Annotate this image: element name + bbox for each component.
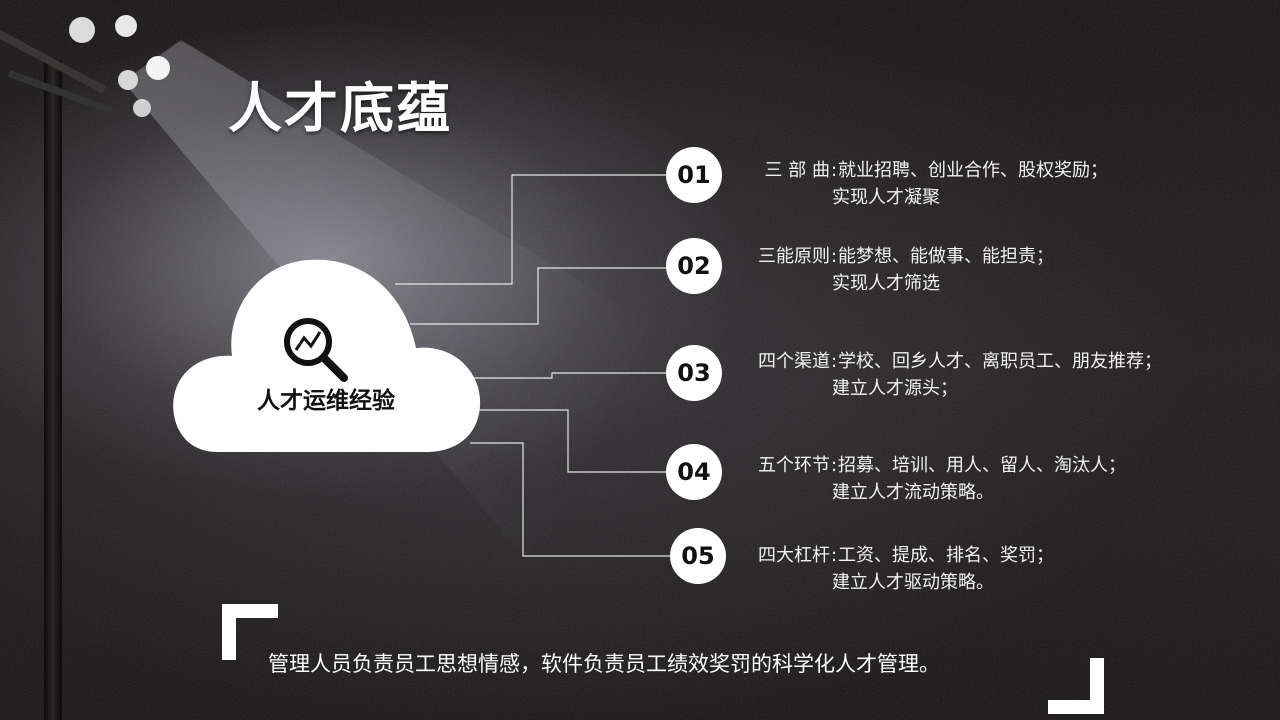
item-text: 三能原则:能梦想、能做事、能担责； 实现人才筛选 — [740, 243, 1054, 297]
item-separator: : — [830, 160, 838, 181]
number-badge: 01 — [666, 147, 722, 203]
cloud-shape: 人才运维经验 — [170, 258, 490, 458]
item-separator: : — [830, 455, 838, 476]
item-label: 三能原则 — [758, 246, 830, 267]
summary-text: 管理人员负责员工思想情感，软件负责员工绩效奖罚的科学化人才管理。 — [268, 652, 940, 676]
item-separator: : — [830, 246, 838, 267]
item-label: 三 部 曲 — [764, 160, 830, 181]
number-badge: 04 — [666, 444, 722, 500]
page-title: 人才底蕴 — [228, 77, 452, 140]
item-label: 五个环节 — [758, 455, 830, 476]
item-line1: 招募、培训、用人、留人、淘汰人； — [838, 455, 1126, 476]
item-line1: 就业招聘、创业合作、股权奖励； — [838, 160, 1108, 181]
search-chart-icon — [284, 318, 348, 382]
item-line1: 学校、回乡人才、离职员工、朋友推荐； — [838, 351, 1162, 372]
item-label: 四大杠杆 — [758, 545, 830, 566]
bracket-bottom-right — [1048, 658, 1104, 714]
number-badge: 05 — [670, 528, 726, 584]
number-badge: 02 — [666, 238, 722, 294]
item-text: 四大杠杆:工资、提成、排名、奖罚； 建立人才驱动策略。 — [740, 542, 1054, 596]
item-line2: 实现人才筛选 — [832, 273, 940, 294]
item-line2: 建立人才流动策略。 — [832, 482, 994, 503]
item-text: 三 部 曲:就业招聘、创业合作、股权奖励； 实现人才凝聚 — [740, 157, 1108, 211]
cloud-label: 人才运维经验 — [257, 388, 395, 414]
item-line1: 工资、提成、排名、奖罚； — [838, 545, 1054, 566]
item-line2: 建立人才驱动策略。 — [832, 572, 994, 593]
item-text: 五个环节:招募、培训、用人、留人、淘汰人； 建立人才流动策略。 — [740, 452, 1126, 506]
light-pole — [44, 60, 62, 720]
item-separator: : — [830, 545, 838, 566]
item-line2: 实现人才凝聚 — [832, 187, 940, 208]
item-text: 四个渠道:学校、回乡人才、离职员工、朋友推荐； 建立人才源头； — [740, 348, 1162, 402]
item-separator: : — [830, 351, 838, 372]
bracket-top-left — [222, 604, 278, 660]
item-line1: 能梦想、能做事、能担责； — [838, 246, 1054, 267]
floodlight-icon — [0, 15, 170, 117]
item-label: 四个渠道 — [758, 351, 830, 372]
item-line2: 建立人才源头； — [832, 378, 958, 399]
number-badge: 03 — [666, 345, 722, 401]
